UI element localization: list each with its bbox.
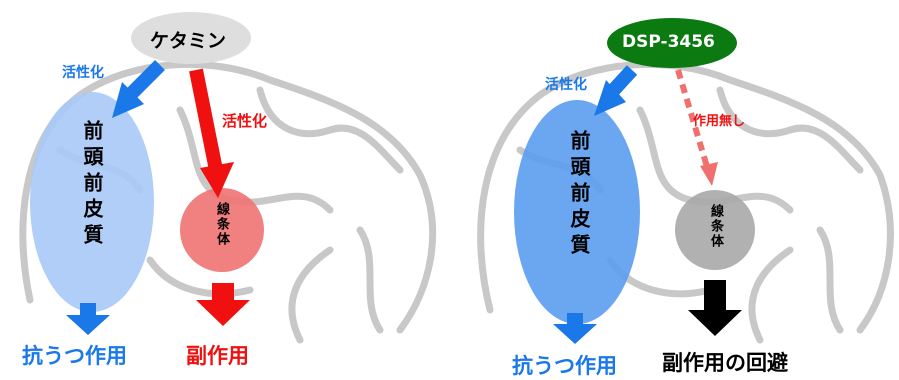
striatum-label: 線条体 [214,202,229,247]
blue-down-arrow [553,313,597,344]
drug-label-ketamine: ケタミン [150,30,227,52]
striatum-arrow-label: 作用無し [693,114,746,129]
ketamine-panel: ケタミン 活性化 活性化 前頭前皮質 線条体 抗うつ作用 副作用 [0,0,449,380]
blue-activation-arrow [112,60,165,118]
pfc-ellipse [514,100,640,324]
drug-label-dsp-3456: DSP-3456 [622,32,715,52]
dashed-no-effect-arrow [675,69,718,186]
pfc-ellipse [30,92,154,312]
outcome-antidepressant: 抗うつ作用 [22,344,127,368]
outcome-antidepressant: 抗うつ作用 [512,354,617,378]
striatum-circle [675,190,755,270]
striatum-circle [180,188,264,272]
pfc-label: 前頭前皮質 [80,120,104,250]
black-down-arrow [688,280,742,336]
brain-outline [477,18,894,344]
outcome-side-effect-avoided: 副作用の回避 [662,351,788,375]
red-down-arrow [196,283,250,326]
dsp-bubble [607,18,737,68]
pfc-arrow-label: 活性化 [62,65,104,81]
red-activation-arrow [189,68,234,198]
blue-down-arrow [66,303,110,335]
dsp-3456-panel: DSP-3456 活性化 作用無し 前頭前皮質 線条体 抗うつ作用 副作用の回避 [450,0,899,380]
ketamine-bubble [131,12,251,64]
striatum-arrow-label: 活性化 [222,112,268,130]
outcome-side-effect: 副作用 [186,344,249,368]
brain-outline [19,12,437,344]
pfc-label: 前頭前皮質 [567,130,591,260]
striatum-label: 線条体 [708,204,723,249]
blue-activation-arrow [594,65,638,116]
pfc-arrow-label: 活性化 [545,77,587,93]
